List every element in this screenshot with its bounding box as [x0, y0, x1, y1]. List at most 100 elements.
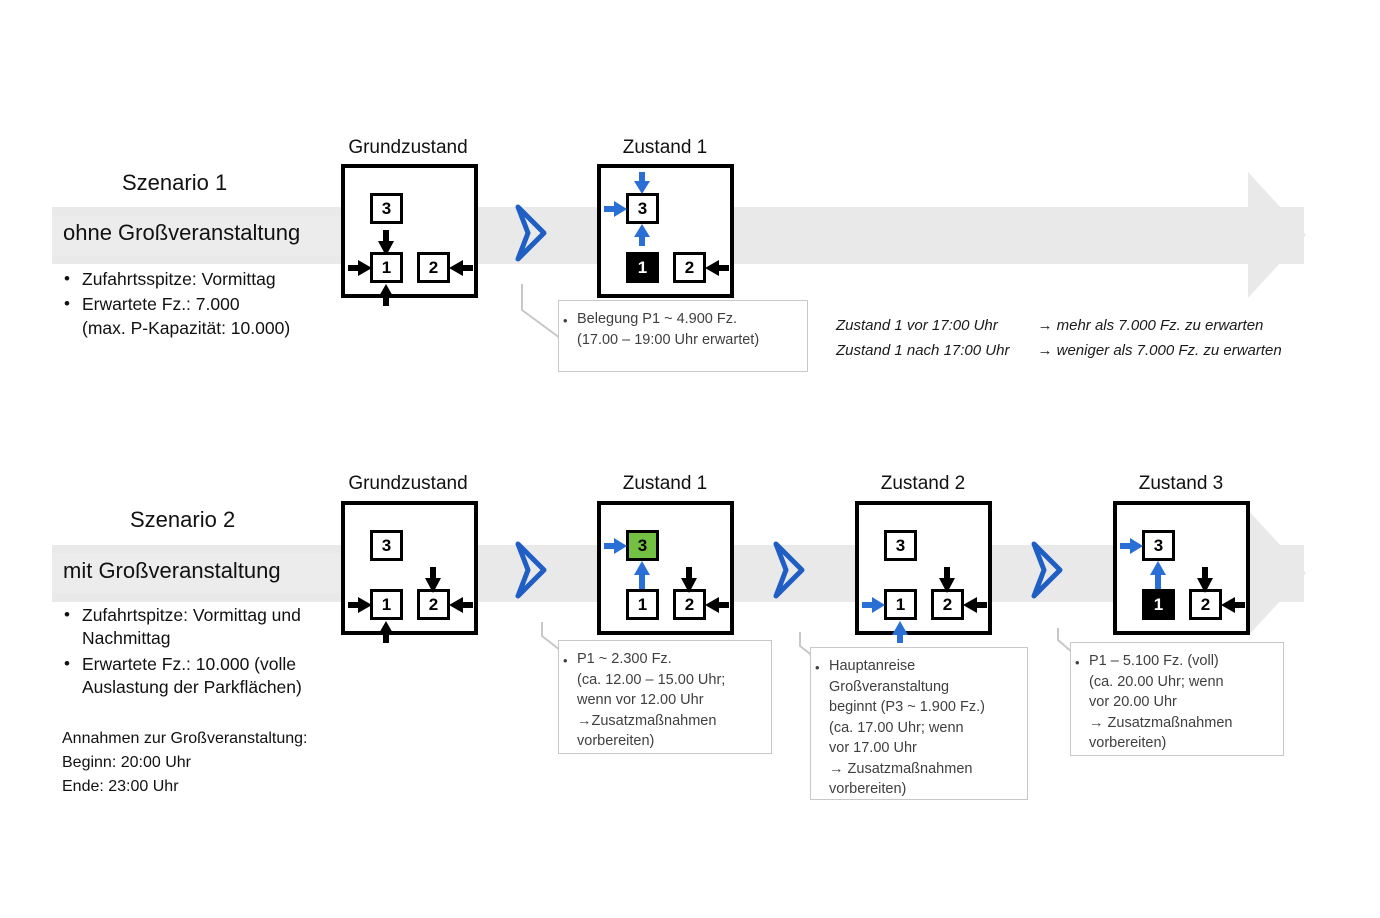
callout-bullet: • — [563, 653, 568, 668]
parking-box-3-green: 3 — [626, 530, 659, 561]
parking-box-2: 2 — [673, 252, 706, 283]
parking-box-1: 1 — [370, 589, 403, 620]
arrow-down-black-into-p2 — [422, 567, 444, 593]
callout-line-2: (17.00 – 19:00 Uhr erwartet) — [577, 331, 760, 348]
callout-line-3: beginnt (P3 ~ 1.900 Fz.) — [829, 699, 985, 716]
arrow-left-black-into-p2 — [705, 260, 729, 276]
arrow-right-blue-into-p3 — [604, 201, 627, 217]
arrow-left-black-into-p2 — [705, 597, 729, 613]
list-item: Erwartete Fz.: 7.000 (max. P-Kapazität: … — [56, 293, 366, 340]
arrow-down-black-into-p2 — [1194, 567, 1216, 593]
state-title-grundzustand-s2: Grundzustand — [348, 473, 468, 494]
arrow-down-blue-into-p3 — [631, 172, 653, 194]
callout-text: Belegung P1 ~ 4.900 Fz. (17.00 – 19:00 U… — [577, 309, 801, 350]
note-row2-right: → weniger als 7.000 Fz. zu erwarten — [1037, 342, 1282, 360]
arrow-up-blue-into-p1 — [889, 621, 911, 643]
scenario1-bullet1-text: Zufahrtsspitze: Vormittag — [82, 269, 276, 289]
callout-line-7: vorbereiten) — [829, 781, 907, 798]
note-row1-left: Zustand 1 vor 17:00 Uhr — [836, 317, 998, 334]
arrow-up-black-into-p1 — [375, 621, 397, 643]
scenario2-bullet1-line1: Zufahrtspitze: Vormittag und — [82, 605, 301, 625]
scenario1-title: Szenario 1 — [122, 170, 228, 195]
callout-line-5: vor 17.00 Uhr — [829, 740, 917, 757]
state-box-zustand1-s2: 3 1 2 — [597, 501, 734, 635]
callout-line-5: vorbereiten) — [1089, 735, 1167, 752]
state-box-grundzustand-s1: 3 1 2 — [341, 164, 478, 306]
arrow-left-black-into-p2 — [449, 597, 473, 613]
transition-chevron-icon — [1028, 541, 1068, 604]
process-arrow-head — [1248, 510, 1306, 636]
parking-box-3: 3 — [626, 193, 659, 224]
callout-line-2: (ca. 12.00 – 15.00 Uhr; — [577, 671, 726, 688]
parking-box-3: 3 — [1142, 530, 1175, 561]
transition-chevron-icon — [770, 541, 810, 604]
parking-box-2: 2 — [673, 589, 706, 620]
parking-box-1: 1 — [626, 589, 659, 620]
callout-line-4: (ca. 17.00 Uhr; wenn — [829, 719, 964, 736]
transition-chevron-icon — [512, 204, 552, 267]
parking-box-1: 1 — [884, 589, 917, 620]
callout-zustand2-s2: • Hauptanreise Großveranstaltung beginnt… — [810, 647, 1028, 800]
process-arrow-head — [1248, 172, 1306, 298]
callout-line-5: vorbereiten) — [577, 733, 655, 750]
state-box-grundzustand-s2: 3 1 2 — [341, 501, 478, 643]
parking-box-2: 2 — [1189, 589, 1222, 620]
scenario2-bullet1-line2: Nachmittag — [82, 628, 171, 649]
arrow-up-blue-into-p3 — [631, 561, 653, 589]
arrow-right-black-into-p1 — [348, 260, 372, 276]
parking-box-3: 3 — [370, 530, 403, 561]
arrow-up-blue-into-p3 — [1147, 561, 1169, 589]
state-title-zustand2-s2: Zustand 2 — [880, 473, 966, 494]
callout-line-2: Großveranstaltung — [829, 678, 950, 695]
parking-box-2: 2 — [417, 252, 450, 283]
scenario1-bullet2-line2: (max. P-Kapazität: 10.000) — [82, 317, 291, 338]
parking-box-3: 3 — [884, 530, 917, 561]
callout-line-2: (ca. 20.00 Uhr; wenn — [1089, 673, 1224, 690]
state-box-zustand1-s1: 3 1 2 — [597, 164, 734, 298]
callout-text: Hauptanreise Großveranstaltung beginnt (… — [829, 656, 1021, 800]
arrow-right-black-into-p1 — [348, 597, 372, 613]
callout-zustand3-s2: • P1 – 5.100 Fz. (voll) (ca. 20.00 Uhr; … — [1070, 642, 1284, 756]
state-box-zustand3-s2: 3 1 2 — [1113, 501, 1250, 635]
assumption-line-2: Beginn: 20:00 Uhr — [62, 754, 191, 771]
callout-zustand1-s2: • P1 ~ 2.300 Fz. (ca. 12.00 – 15.00 Uhr;… — [558, 640, 772, 754]
note-zustand1-s1: Zustand 1 vor 17:00 Uhr → mehr als 7.000… — [836, 314, 1282, 363]
callout-bullet: • — [563, 313, 568, 328]
list-item: Zufahrtspitze: Vormittag und Nachmittag — [56, 604, 376, 651]
assumption-line-3: Ende: 23:00 Uhr — [62, 778, 179, 795]
scenario2-bullet-list: Zufahrtspitze: Vormittag und Nachmittag … — [56, 604, 376, 701]
parking-box-2: 2 — [931, 589, 964, 620]
state-title-grundzustand-s1: Grundzustand — [348, 137, 468, 158]
callout-bullet: • — [815, 660, 820, 675]
callout-leader-line-s1 — [516, 284, 566, 338]
parking-box-1: 1 — [370, 252, 403, 283]
scenario2-subtitle-highlight — [52, 553, 382, 593]
callout-zustand1-s1: • Belegung P1 ~ 4.900 Fz. (17.00 – 19:00… — [558, 300, 808, 372]
callout-line-4: → Zusatzmaßnahmen — [1089, 714, 1233, 731]
parking-box-3: 3 — [370, 193, 403, 224]
transition-chevron-icon — [512, 541, 552, 604]
callout-line-1: Hauptanreise — [829, 658, 916, 674]
arrow-up-black-into-p1 — [375, 284, 397, 306]
scenario2-subtitle: mit Großveranstaltung — [63, 558, 281, 583]
state-title-zustand1-s2: Zustand 1 — [622, 473, 708, 494]
callout-line-3: wenn vor 12.00 Uhr — [577, 692, 704, 709]
callout-line-3: vor 20.00 Uhr — [1089, 694, 1177, 711]
arrow-right-blue-into-p1 — [862, 597, 885, 613]
parking-box-1-full: 1 — [626, 252, 659, 283]
scenario2-bullet2-line1: Erwartete Fz.: 10.000 (volle — [82, 653, 296, 674]
callout-line-1: P1 – 5.100 Fz. (voll) — [1089, 653, 1219, 669]
scenario1-subtitle-highlight — [52, 216, 382, 256]
scenario2-bullet2-line2: Auslastung der Parkflächen) — [82, 676, 302, 697]
callout-text: P1 ~ 2.300 Fz. (ca. 12.00 – 15.00 Uhr; w… — [577, 649, 765, 752]
parking-box-1-full: 1 — [1142, 589, 1175, 620]
parking-box-2: 2 — [417, 589, 450, 620]
arrow-down-black-into-p2 — [936, 567, 958, 593]
callout-line-4: →Zusatzmaßnahmen — [577, 712, 717, 729]
arrow-left-black-into-p2 — [963, 597, 987, 613]
scenario1-subtitle: ohne Großveranstaltung — [63, 220, 301, 245]
scenario2-title: Szenario 2 — [130, 507, 236, 532]
arrow-right-blue-into-p3 — [1120, 538, 1143, 554]
scenario1-bullet-list: Zufahrtsspitze: Vormittag Erwartete Fz.:… — [56, 268, 366, 342]
callout-line-1: P1 ~ 2.300 Fz. — [577, 651, 672, 667]
